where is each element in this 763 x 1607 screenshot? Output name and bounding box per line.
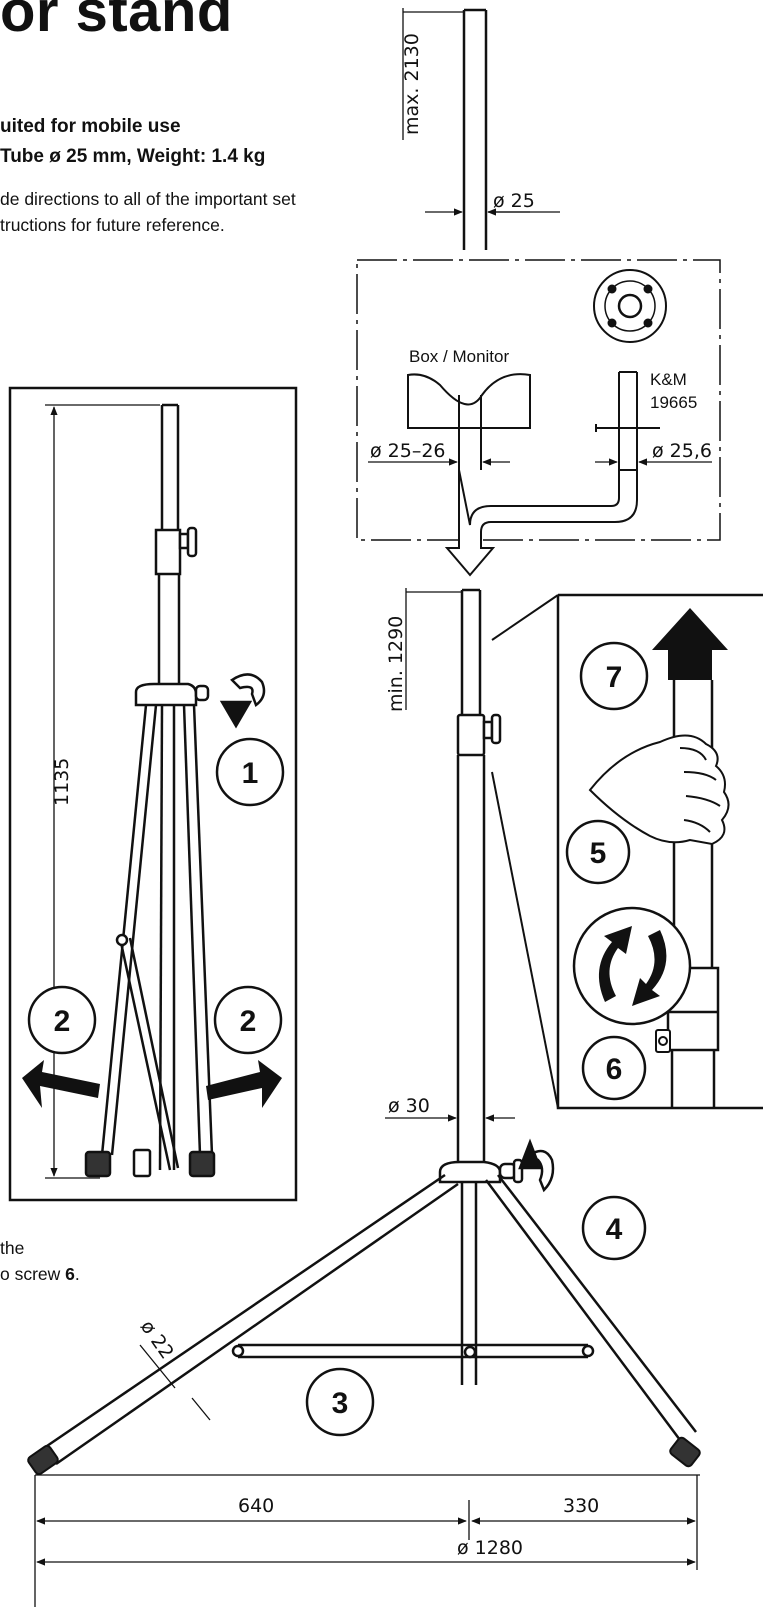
step-7-badge: 7 bbox=[579, 641, 649, 711]
step-2-right-badge: 2 bbox=[213, 985, 283, 1055]
footnote-line-1: the bbox=[0, 1238, 25, 1258]
part-number-label: 19665 bbox=[650, 393, 697, 412]
footnote-line-2: o screw 6. bbox=[0, 1264, 80, 1285]
step-6-number: 6 bbox=[606, 1053, 623, 1086]
min-height-label: min. 1290 bbox=[385, 616, 407, 712]
km-adapter bbox=[595, 371, 660, 470]
footnote-text: o screw bbox=[0, 1264, 66, 1284]
folded-height-label: 1135 bbox=[51, 758, 73, 806]
main-lower-tube bbox=[456, 755, 486, 1170]
top-tube bbox=[462, 8, 488, 250]
step-3-badge: 3 bbox=[305, 1367, 375, 1437]
folded-stand bbox=[84, 403, 216, 1178]
tripod-legs bbox=[43, 1173, 697, 1466]
step-6-badge: 6 bbox=[581, 1035, 647, 1101]
step-1-badge: 1 bbox=[215, 737, 285, 807]
page-title: or stand bbox=[0, 0, 233, 44]
box-socket-label: ø 25–26 bbox=[370, 440, 446, 462]
step-3-number: 3 bbox=[332, 1387, 349, 1420]
subtitle-mobile-use: uited for mobile use bbox=[0, 116, 181, 137]
max-height-dimension bbox=[402, 8, 464, 140]
detail-callout-lines bbox=[491, 594, 559, 1109]
intro-line-1: de directions to all of the important se… bbox=[0, 189, 296, 209]
step-2-left-badge: 2 bbox=[27, 985, 97, 1055]
step-5-badge: 5 bbox=[565, 819, 631, 885]
step-1-rotate-arrow bbox=[219, 673, 266, 729]
box-monitor-label: Box / Monitor bbox=[409, 347, 509, 366]
top-tube-diameter-label: ø 25 bbox=[493, 190, 535, 212]
step-1-number: 1 bbox=[242, 757, 259, 790]
mid-tube-label: ø 30 bbox=[388, 1095, 430, 1117]
intro-line-2: tructions for future reference. bbox=[0, 215, 225, 235]
base-diameter-label: ø 1280 bbox=[457, 1537, 523, 1559]
assembly-arrow bbox=[444, 469, 638, 577]
lock-screw bbox=[655, 1029, 671, 1053]
adapter-detail-box bbox=[356, 259, 721, 541]
folded-stand-panel bbox=[8, 386, 298, 1202]
spread-left-arrow bbox=[22, 1060, 100, 1108]
step-4-rotate-arrow bbox=[518, 1138, 555, 1193]
leg-struts bbox=[231, 1343, 595, 1359]
spread-right-label: 330 bbox=[563, 1495, 599, 1517]
hand-illustration bbox=[588, 734, 730, 846]
leg-diameter-label: ø 22 bbox=[136, 1316, 178, 1363]
step-4-badge: 4 bbox=[581, 1195, 647, 1261]
step-2-right-number: 2 bbox=[240, 1005, 257, 1038]
leg-feet bbox=[27, 1436, 701, 1476]
step-4-number: 4 bbox=[606, 1213, 623, 1246]
brand-label: K&M bbox=[650, 370, 687, 389]
flange-top-view bbox=[593, 269, 667, 343]
step-5-number: 5 bbox=[590, 837, 607, 870]
subtitle-specs: Tube ø 25 mm, Weight: 1.4 kg bbox=[0, 146, 266, 167]
base-dimensions bbox=[34, 1474, 700, 1607]
box-socket-section bbox=[407, 373, 531, 470]
step-6-rotate-icon bbox=[572, 906, 692, 1026]
step-7-number: 7 bbox=[606, 661, 623, 694]
main-upper-tube bbox=[460, 588, 482, 715]
min-height-dimension bbox=[405, 588, 462, 710]
adapter-tube-label: ø 25,6 bbox=[652, 440, 712, 462]
detail-panel bbox=[556, 593, 763, 1110]
height-clamp bbox=[456, 713, 502, 757]
spread-left-label: 640 bbox=[238, 1495, 274, 1517]
footnote-period: . bbox=[74, 1264, 80, 1284]
step-2-left-number: 2 bbox=[54, 1005, 71, 1038]
max-height-label: max. 2130 bbox=[401, 33, 423, 135]
leg-hub bbox=[438, 1158, 524, 1184]
leg-diameter-dimension bbox=[139, 1344, 211, 1421]
footnote-screw-ref: 6 bbox=[65, 1264, 75, 1284]
spread-right-arrow bbox=[206, 1060, 282, 1108]
pull-up-arrow bbox=[652, 608, 728, 680]
